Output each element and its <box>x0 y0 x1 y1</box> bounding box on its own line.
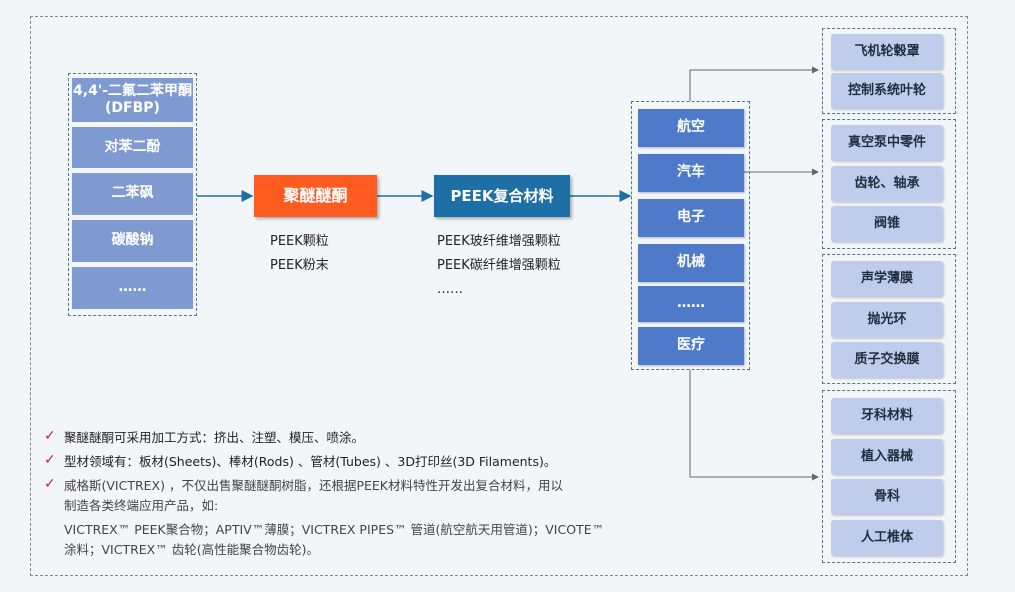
peek-product-pellets: PEEK颗粒 <box>270 234 329 249</box>
electronics-apps-group <box>822 254 956 384</box>
industry-machinery: 机械 <box>638 244 744 282</box>
raw-material-diphenyl-sulfone: 二苯砜 <box>72 173 193 215</box>
app-aircraft-hub-cover: 飞机轮毂罩 <box>831 34 943 70</box>
note-processing-methods: 聚醚醚酮可采用加工方式：挤出、注塑、模压、喷涂。 <box>64 430 365 445</box>
industry-more: …… <box>638 286 744 322</box>
composite-product-glass-fiber: PEEK玻纤维增强颗粒 <box>437 234 561 249</box>
check-icon: ✓ <box>44 476 56 492</box>
app-implant-device: 植入器械 <box>831 439 943 475</box>
composite-product-carbon-fiber: PEEK碳纤维增强颗粒 <box>437 258 561 273</box>
note-victrex-line1: 威格斯(VICTREX) ，不仅出售聚醚醚酮树脂，还根据PEEK材料特性开发出复… <box>64 478 564 493</box>
medical-apps-group <box>822 390 956 563</box>
industry-aviation: 航空 <box>638 109 744 147</box>
raw-material-sodium-carbonate: 碳酸钠 <box>72 220 193 262</box>
composite-product-more: …… <box>437 282 463 297</box>
diagram-frame <box>30 16 968 576</box>
note-victrex-products-line1: VICTREX™ PEEK聚合物；APTIV™薄膜；VICTREX PIPES™… <box>64 522 605 537</box>
app-gears-bearings: 齿轮、轴承 <box>831 166 943 202</box>
app-artificial-vertebra: 人工椎体 <box>831 520 943 556</box>
note-victrex-line2: 制造各类终端应用产品，如: <box>64 498 219 513</box>
app-vacuum-pump-parts: 真空泵中零件 <box>831 125 943 161</box>
check-icon: ✓ <box>44 452 56 468</box>
check-icon: ✓ <box>44 428 56 444</box>
industry-medical: 医疗 <box>638 327 744 365</box>
industry-automotive: 汽车 <box>638 154 744 192</box>
peek-product-powder: PEEK粉末 <box>270 258 329 273</box>
raw-material-more: …… <box>72 267 193 309</box>
raw-materials-group <box>68 73 197 316</box>
raw-material-dfbp: 4,4'-二氟二苯甲酮(DFBP) <box>72 78 193 122</box>
app-control-impeller: 控制系统叶轮 <box>831 73 943 109</box>
arrow-to-medical-apps <box>689 370 819 481</box>
peek-composite-box: PEEK复合材料 <box>434 175 570 217</box>
industries-group <box>631 101 750 370</box>
app-proton-exchange-membrane: 质子交换膜 <box>831 342 943 378</box>
aviation-apps-group <box>822 28 956 114</box>
arrow-to-aviation-apps <box>689 66 819 101</box>
peek-box: 聚醚醚酮 <box>254 175 377 217</box>
raw-material-hydroquinone: 对苯二酚 <box>72 127 193 168</box>
app-dental-material: 牙科材料 <box>831 398 943 434</box>
industry-electronics: 电子 <box>638 199 744 237</box>
app-acoustic-film: 声学薄膜 <box>831 261 943 297</box>
app-orthopedics: 骨科 <box>831 479 943 515</box>
app-polishing-ring: 抛光环 <box>831 302 943 338</box>
app-valve-cone: 阀锥 <box>831 206 943 242</box>
automotive-apps-group <box>822 119 956 249</box>
note-victrex-products-line2: 涂料；VICTREX™ 齿轮(高性能聚合物齿轮)。 <box>64 542 319 557</box>
note-profile-fields: 型材领域有：板材(Sheets)、棒材(Rods) 、管材(Tubes) 、3D… <box>64 454 557 469</box>
